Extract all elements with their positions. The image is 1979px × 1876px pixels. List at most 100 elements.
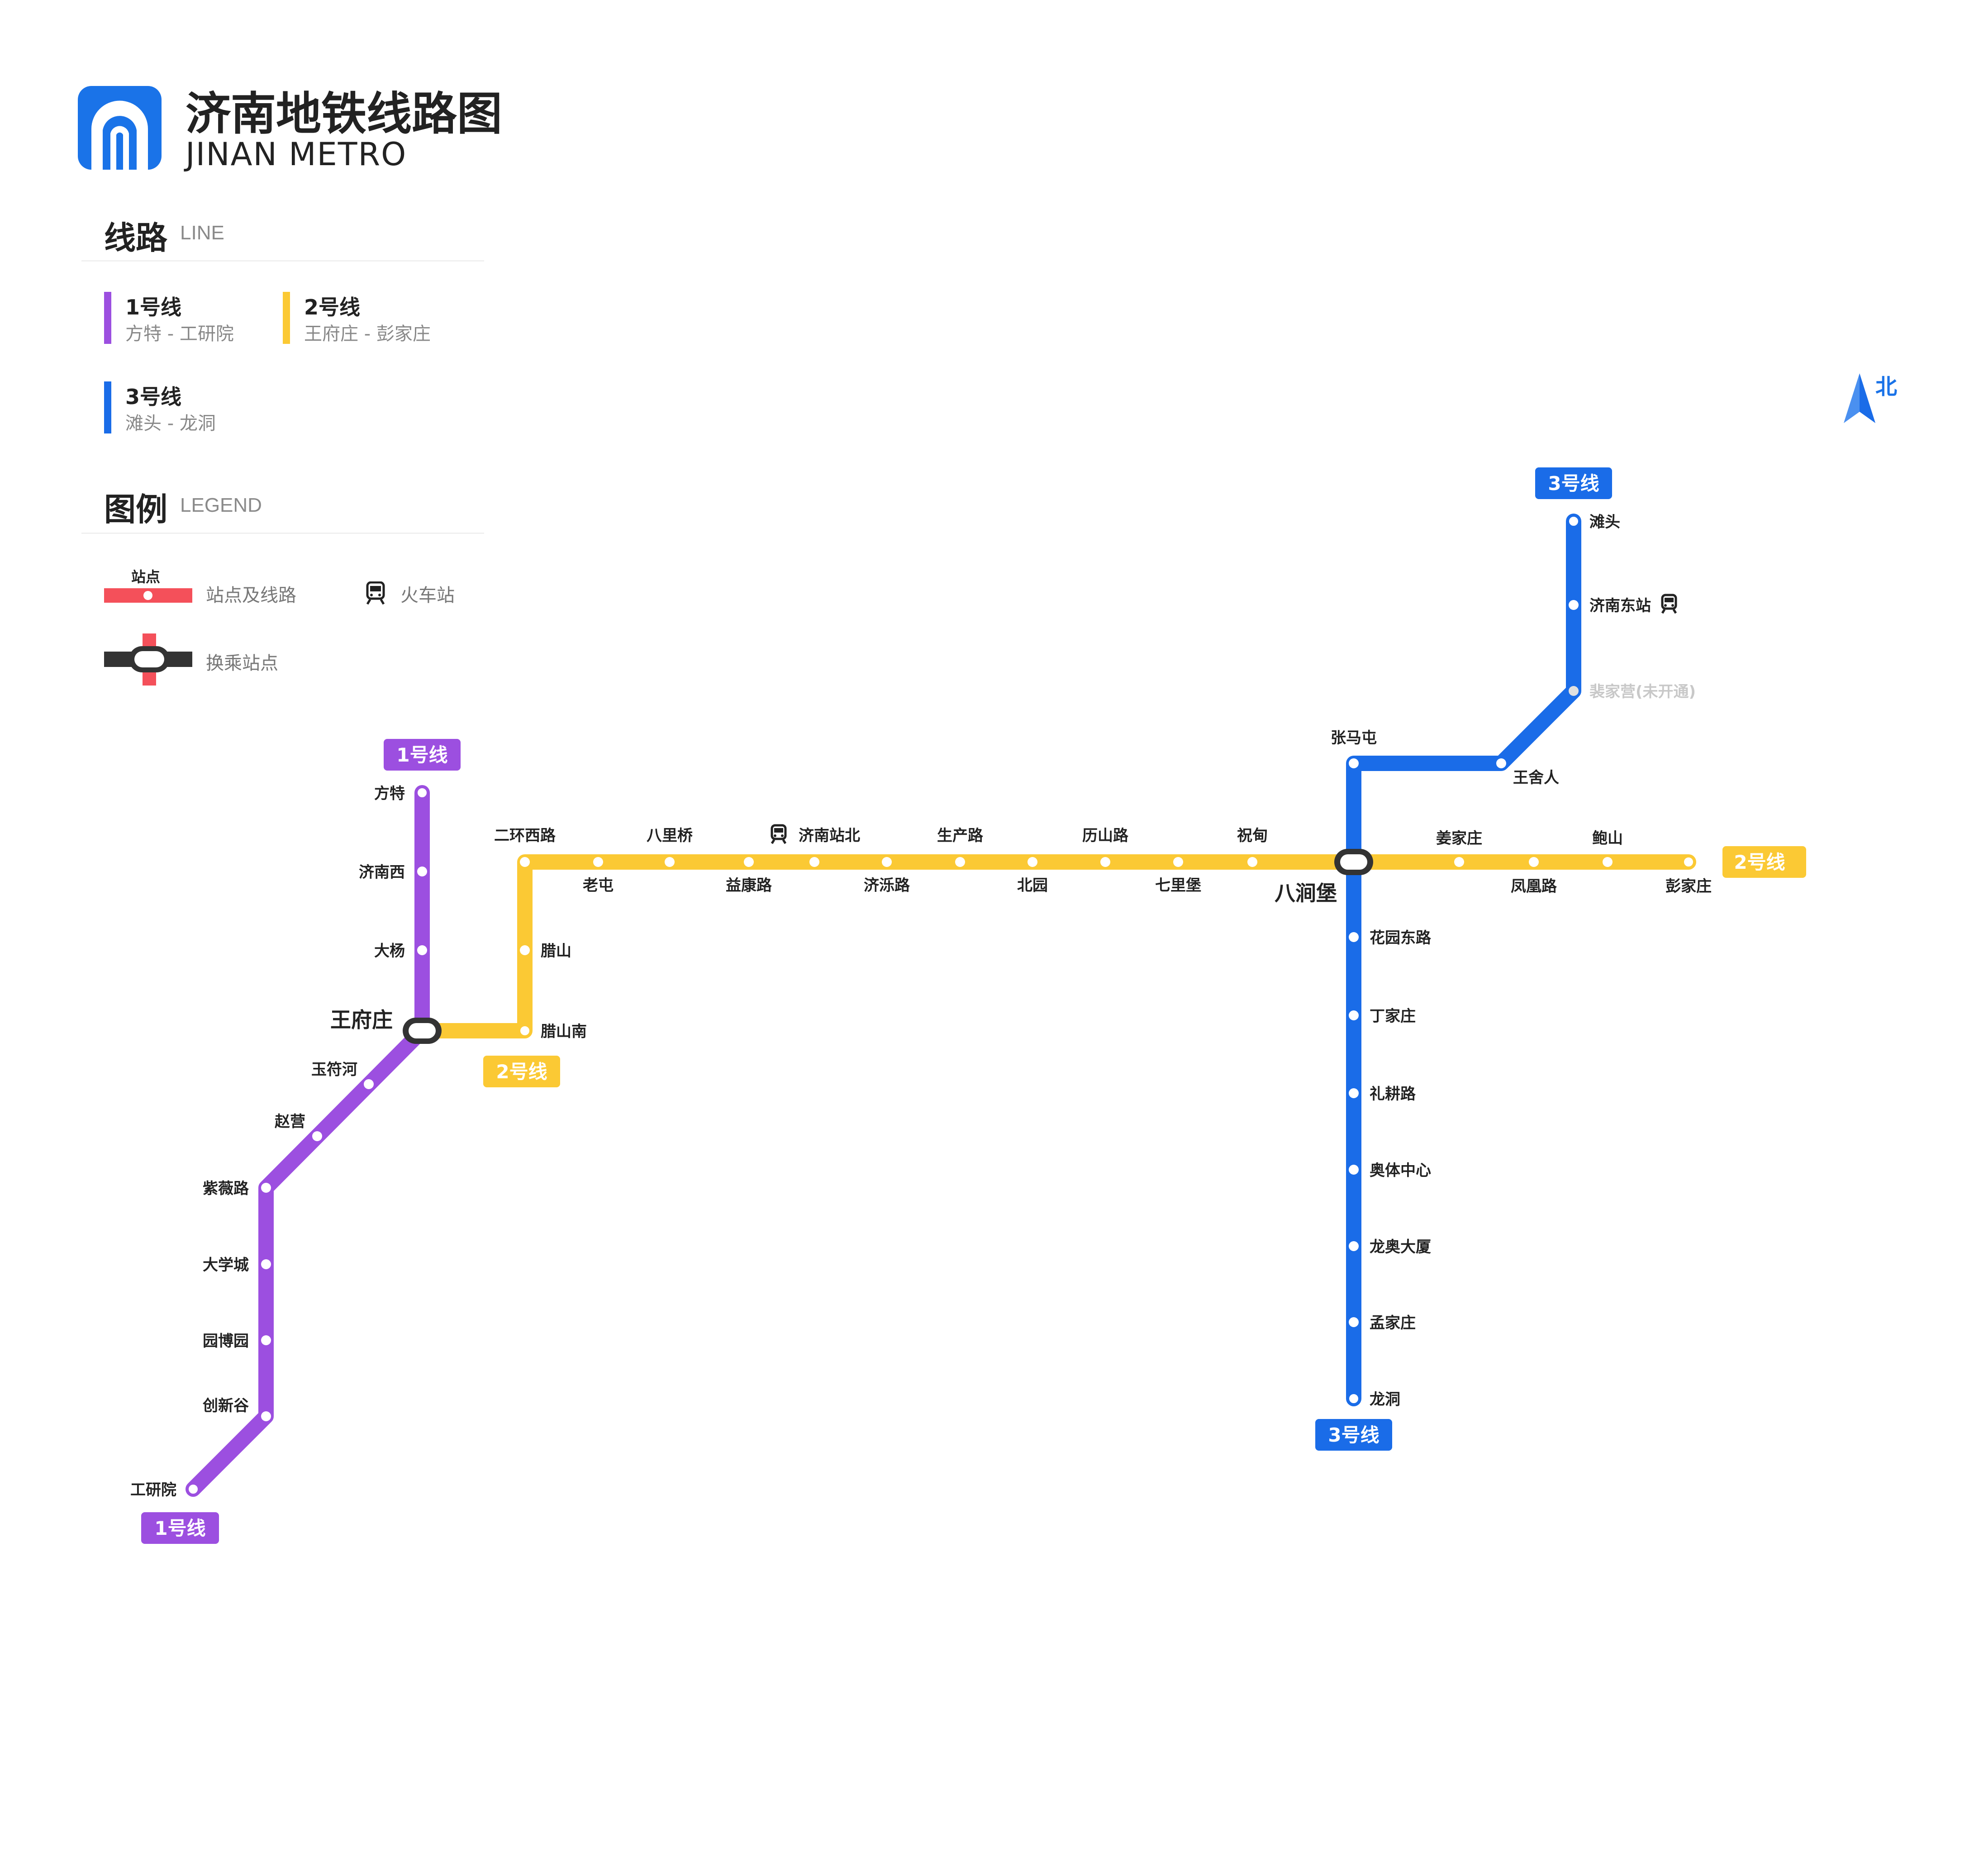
- station-label: 玉符河: [311, 1061, 357, 1079]
- line2-station[interactable]: 姜家庄: [1436, 829, 1482, 867]
- page-title: 济南地铁线路图: [186, 87, 502, 140]
- station-dot: [417, 945, 427, 955]
- line1-station[interactable]: 工研院: [130, 1481, 200, 1499]
- legend-section-subtitle: LEGEND: [180, 494, 262, 516]
- station-dot: [1496, 758, 1506, 768]
- station-label: 张马屯: [1331, 729, 1377, 747]
- station-dot: [882, 857, 892, 867]
- station-dot: [312, 1131, 322, 1141]
- line3-legend-route: 滩头 - 龙洞: [125, 413, 216, 434]
- line3-station[interactable]: 礼耕路: [1349, 1085, 1416, 1103]
- station-dot: [1028, 857, 1037, 867]
- station-dot: [1454, 857, 1464, 867]
- line1-station[interactable]: 园博园: [203, 1332, 271, 1350]
- station-label: 裴家营(未开通): [1589, 683, 1696, 701]
- line3-station[interactable]: 张马屯: [1331, 729, 1377, 768]
- line3-track: [1346, 514, 1581, 1406]
- station-dot: [261, 1183, 271, 1193]
- line3-color-bar: [104, 381, 111, 433]
- station-dot: [1569, 600, 1579, 610]
- line1-station[interactable]: 创新谷: [202, 1397, 271, 1421]
- line1-station[interactable]: 玉符河: [311, 1061, 374, 1089]
- line1-color-bar: [104, 292, 111, 344]
- station-label: 丁家庄: [1370, 1007, 1416, 1025]
- station-dot: [1349, 1088, 1359, 1098]
- station-dot: [261, 1411, 271, 1421]
- station-dot: [1681, 855, 1696, 869]
- line2-station[interactable]: 七里堡: [1155, 857, 1201, 895]
- station-dot: [1349, 1165, 1359, 1175]
- svg-text:2号线: 2号线: [1734, 851, 1785, 873]
- station-dot: [593, 857, 603, 867]
- line2-station[interactable]: 济泺路: [864, 857, 910, 895]
- north-label: 北: [1875, 374, 1898, 400]
- line2-station[interactable]: 腊山: [520, 942, 571, 960]
- line3-station[interactable]: 滩头: [1566, 513, 1620, 531]
- station-label: 彭家庄: [1665, 877, 1712, 895]
- line3-top-tag: 3号线: [1535, 467, 1612, 499]
- line3-bottom-tag: 3号线: [1315, 1419, 1392, 1451]
- line3-legend-name: 3号线: [125, 385, 182, 409]
- line2-station[interactable]: 益康路: [726, 857, 772, 895]
- line1-track: [186, 785, 430, 1497]
- line2-station[interactable]: 凤凰路: [1511, 857, 1557, 895]
- legend-station-line-text: 站点及线路: [206, 585, 296, 606]
- line1-top-tag: 1号线: [384, 739, 461, 771]
- station-dot: [415, 786, 429, 800]
- line2-station[interactable]: 八里桥: [647, 827, 693, 867]
- svg-text:2号线: 2号线: [496, 1061, 547, 1083]
- line3-station[interactable]: 奥体中心: [1349, 1162, 1431, 1180]
- transfer-station-wangfuzhuang[interactable]: 王府庄: [330, 1008, 442, 1044]
- lines-section-subtitle: LINE: [180, 222, 224, 244]
- svg-text:3号线: 3号线: [1548, 472, 1599, 495]
- line3-station[interactable]: 龙奥大厦: [1349, 1238, 1431, 1256]
- line1-station[interactable]: 赵营: [275, 1113, 322, 1141]
- line2-station[interactable]: 老屯: [583, 857, 614, 895]
- svg-text:1号线: 1号线: [154, 1517, 205, 1539]
- line2-station[interactable]: 祝甸: [1237, 827, 1268, 867]
- line2-station[interactable]: 济南站北: [799, 827, 860, 867]
- station-label: 方特: [374, 785, 405, 803]
- line3-station[interactable]: 济南东站: [1569, 597, 1651, 615]
- lines-section-title: 线路: [104, 219, 167, 257]
- line2-station[interactable]: 二环西路: [494, 827, 556, 867]
- line2-station[interactable]: 鲍山: [1592, 829, 1623, 867]
- line3-station[interactable]: 王舍人: [1496, 758, 1559, 787]
- legend-train-text: 火车站: [400, 585, 455, 606]
- line3-station[interactable]: 花园东路: [1349, 929, 1432, 947]
- line1-station[interactable]: 紫薇路: [203, 1180, 271, 1198]
- station-label: 姜家庄: [1436, 829, 1482, 848]
- line2-station[interactable]: 彭家庄: [1665, 855, 1712, 895]
- line1-station[interactable]: 大杨: [374, 942, 427, 960]
- line3-station[interactable]: 孟家庄: [1349, 1314, 1416, 1332]
- line2-station[interactable]: 生产路: [937, 827, 984, 867]
- legend-section-divider: [81, 533, 484, 534]
- transfer-station-badongbao[interactable]: 八涧堡: [1275, 849, 1373, 905]
- legend-train-icon: [366, 581, 385, 605]
- station-label: 腊山: [541, 942, 571, 960]
- station-label: 凤凰路: [1511, 877, 1557, 895]
- line3-station[interactable]: 丁家庄: [1349, 1007, 1416, 1025]
- svg-text:1号线: 1号线: [396, 744, 447, 766]
- station-dot: [1529, 857, 1539, 867]
- station-dot: [1349, 1010, 1359, 1020]
- line2-legend-name: 2号线: [304, 295, 361, 319]
- line1-station[interactable]: 方特: [374, 785, 429, 803]
- transfer-label: 王府庄: [330, 1008, 393, 1032]
- line2-station[interactable]: 腊山南: [518, 1023, 587, 1041]
- station-label: 紫薇路: [203, 1180, 249, 1198]
- train-icon: [771, 824, 787, 844]
- station-dot: [1100, 857, 1110, 867]
- station-dot: [1349, 1317, 1359, 1327]
- line2-color-bar: [283, 292, 290, 344]
- line1-station[interactable]: 济南西: [359, 863, 427, 881]
- line2-station[interactable]: 北园: [1017, 857, 1048, 895]
- station-dot: [744, 857, 754, 867]
- station-dot: [1349, 758, 1359, 768]
- line1-station[interactable]: 大学城: [203, 1256, 271, 1274]
- line2-station[interactable]: 历山路: [1082, 827, 1129, 867]
- line3-station[interactable]: 裴家营(未开通): [1569, 683, 1696, 701]
- line3-station[interactable]: 龙洞: [1346, 1390, 1400, 1409]
